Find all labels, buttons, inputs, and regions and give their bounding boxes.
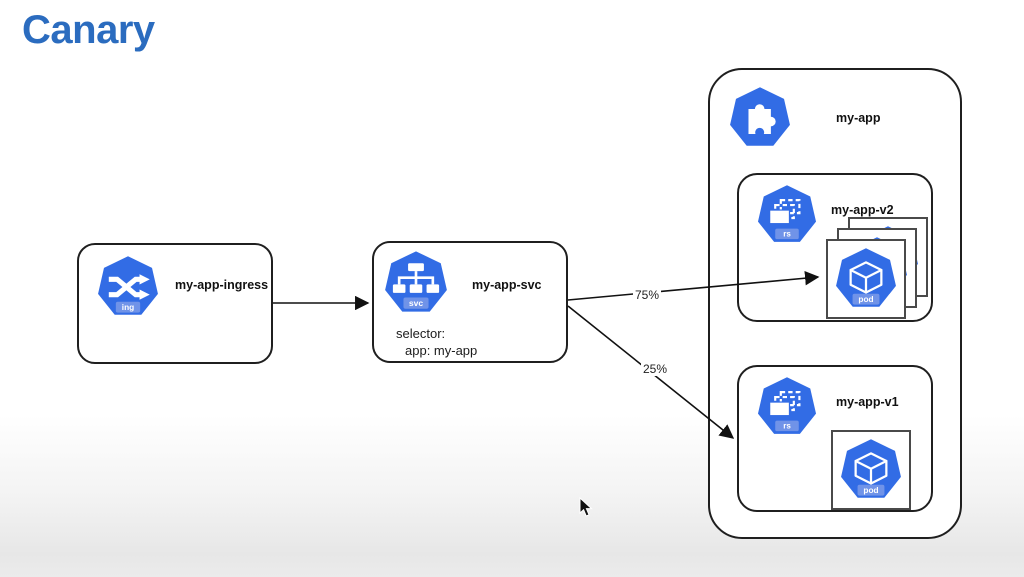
pod-box: pod bbox=[826, 239, 906, 319]
selector-line1: selector: bbox=[396, 326, 446, 341]
service-label: my-app-svc bbox=[472, 278, 542, 292]
page-title: Canary bbox=[22, 8, 155, 52]
replicaset-icon-label: rs bbox=[783, 230, 791, 239]
pod-icon-label: pod bbox=[858, 294, 873, 304]
pod-icon: pod bbox=[841, 439, 901, 498]
my-app-label: my-app bbox=[836, 111, 881, 125]
selector-line2: app: my-app bbox=[405, 343, 478, 358]
replicaset-icon: rs bbox=[757, 377, 817, 434]
pod-box: pod bbox=[831, 430, 911, 510]
ingress-label: my-app-ingress bbox=[175, 278, 269, 292]
service-selector: selector: app: my-app bbox=[396, 325, 477, 359]
ingress-icon-label: ing bbox=[122, 302, 134, 312]
pod-icon-label: pod bbox=[863, 485, 878, 495]
mouse-cursor-icon bbox=[579, 497, 593, 517]
pod-icon: pod bbox=[836, 248, 896, 307]
service-icon-label: svc bbox=[409, 298, 424, 308]
my-app-v1-label: my-app-v1 bbox=[836, 395, 899, 409]
custom-resource-icon bbox=[730, 87, 790, 146]
replicaset-icon-label: rs bbox=[783, 422, 791, 431]
edge-weight-75: 75% bbox=[633, 288, 662, 302]
service-icon: svc bbox=[385, 251, 447, 312]
ingress-icon: ing bbox=[98, 256, 158, 315]
my-app-v2-label: my-app-v2 bbox=[831, 203, 894, 217]
replicaset-icon: rs bbox=[757, 185, 817, 242]
edge-weight-25: 25% bbox=[641, 362, 670, 376]
